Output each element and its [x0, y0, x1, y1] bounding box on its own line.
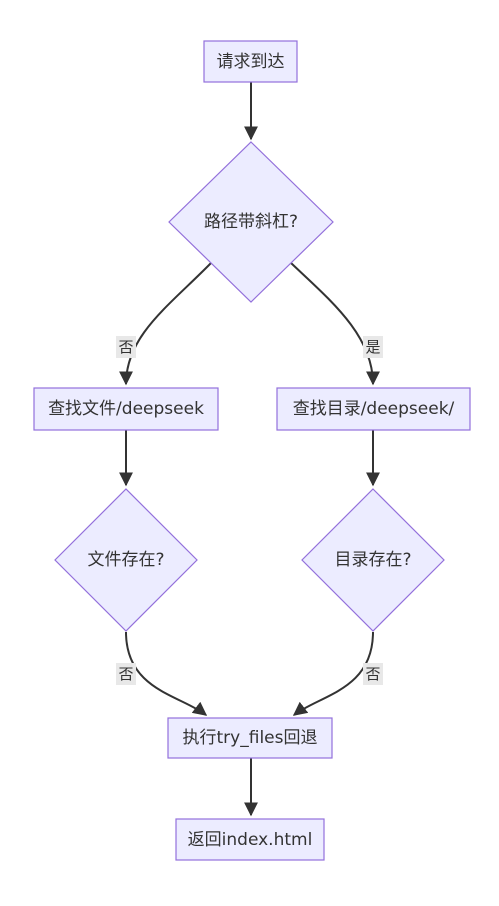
- node-slash-check-label: 路径带斜杠?: [204, 212, 298, 232]
- edge-label-dir-no: 否: [365, 665, 380, 683]
- edge-labels: 否 是 否 否: [116, 336, 383, 685]
- edge-label-slash-no: 否: [118, 338, 133, 356]
- node-try-files-label: 执行try_files回退: [183, 728, 318, 748]
- edge-file-exists-to-try-files: [125, 631, 208, 716]
- edge-label-file-no: 否: [118, 665, 133, 683]
- edge-slash-check-to-find-file: [119, 262, 212, 386]
- node-find-dir: 查找目录/deepseek/: [276, 387, 471, 431]
- node-dir-exists-label: 目录存在?: [334, 550, 411, 570]
- node-request-label: 请求到达: [217, 52, 285, 72]
- node-file-exists-label: 文件存在?: [87, 550, 164, 570]
- edge-slash-check-to-find-dir: [290, 262, 380, 386]
- node-return-index-label: 返回index.html: [188, 830, 313, 850]
- edge-dir-exists-to-try-files: [292, 631, 374, 716]
- edge-label-slash-yes: 是: [365, 338, 380, 356]
- node-dir-exists: 目录存在?: [301, 488, 445, 632]
- node-find-file: 查找文件/deepseek: [33, 387, 219, 431]
- edges: [119, 82, 380, 817]
- node-slash-check: 路径带斜杠?: [168, 141, 334, 303]
- node-file-exists: 文件存在?: [54, 488, 198, 632]
- node-find-dir-label: 查找目录/deepseek/: [293, 399, 455, 419]
- node-request: 请求到达: [203, 40, 298, 83]
- node-return-index: 返回index.html: [175, 818, 325, 861]
- node-find-file-label: 查找文件/deepseek: [48, 399, 204, 419]
- node-try-files: 执行try_files回退: [167, 717, 333, 759]
